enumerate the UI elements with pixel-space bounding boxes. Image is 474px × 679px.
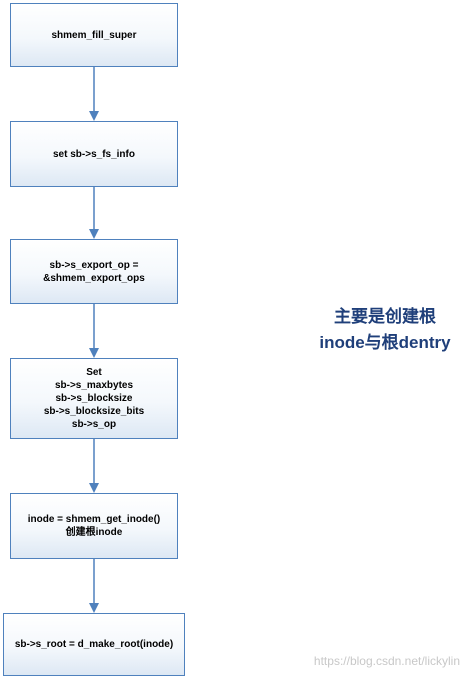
side-annotation: 主要是创建根 inode与根dentry	[319, 307, 451, 352]
step-label: sb->s_export_op = &shmem_export_ops	[43, 259, 145, 284]
step-set-super-fields: Set sb->s_maxbytes sb->s_blocksize sb->s…	[10, 358, 178, 439]
watermark: https://blog.csdn.net/lickylin	[313, 654, 460, 668]
step-make-root-dentry: sb->s_root = d_make_root(inode)	[3, 613, 185, 676]
step-label: sb->s_root = d_make_root(inode)	[14, 639, 174, 650]
step-set-export-op: sb->s_export_op = &shmem_export_ops	[10, 239, 178, 304]
step-label: shmem_fill_super	[51, 29, 137, 41]
step-set-fs-info: set sb->s_fs_info	[10, 121, 178, 187]
step-label: inode = shmem_get_inode() 创建根inode	[27, 514, 161, 538]
step-get-root-inode: inode = shmem_get_inode() 创建根inode	[10, 493, 178, 559]
step-shmem-fill-super: shmem_fill_super	[10, 3, 178, 67]
step-label: set sb->s_fs_info	[53, 148, 135, 160]
step-label: Set sb->s_maxbytes sb->s_blocksize sb->s…	[43, 367, 145, 430]
